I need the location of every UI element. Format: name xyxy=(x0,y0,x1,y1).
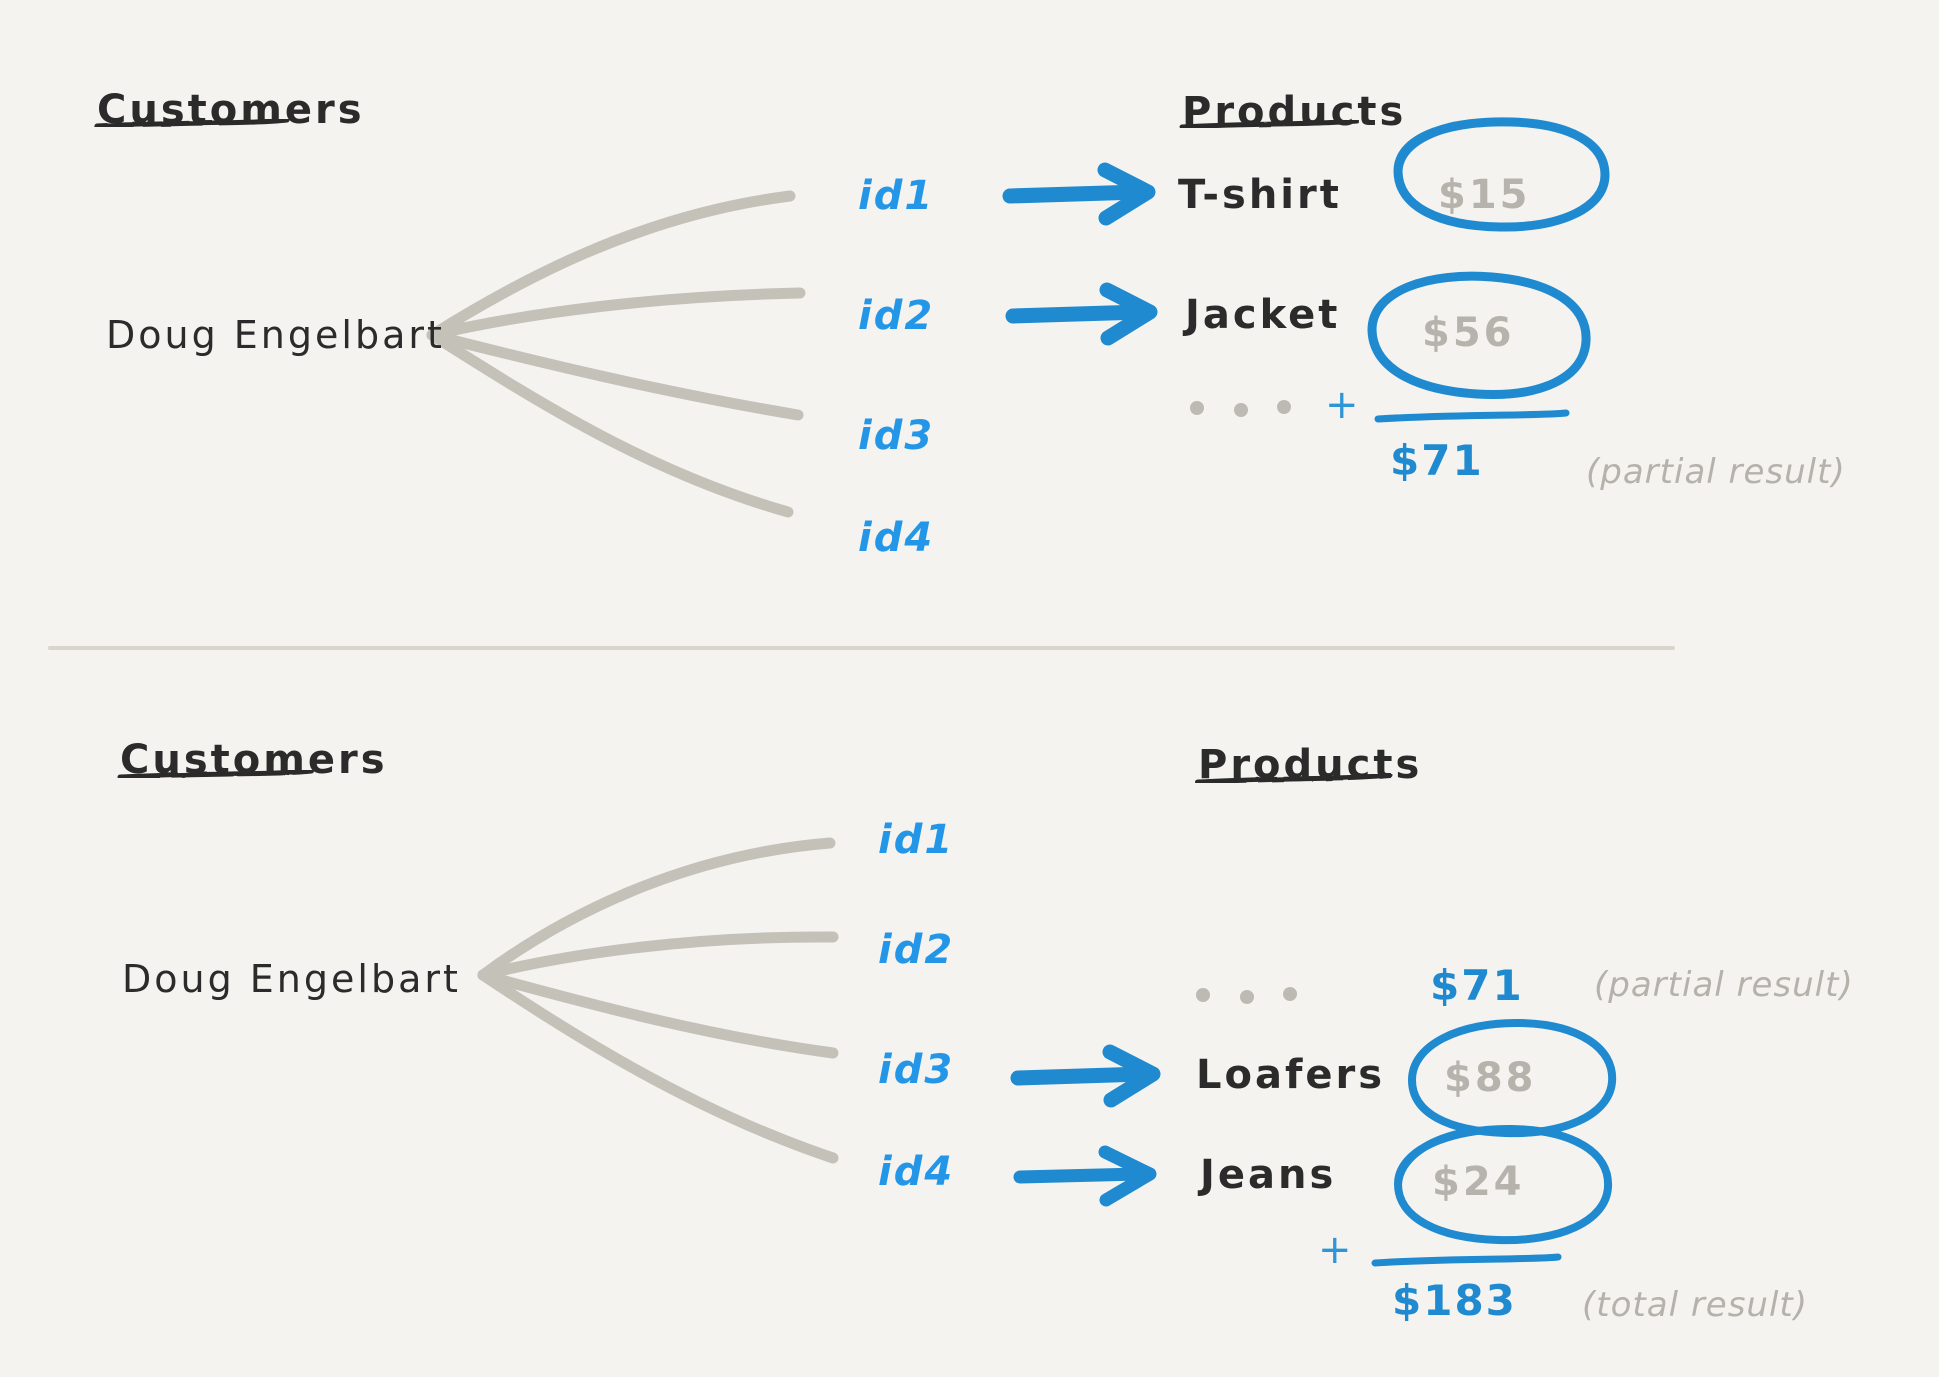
sum-value-top: $71 xyxy=(1390,436,1484,485)
circle-price-88 xyxy=(1408,1018,1617,1138)
id-label-bottom-3[interactable]: id3 xyxy=(878,1047,955,1093)
product-name-tshirt: T-shirt xyxy=(1178,172,1342,218)
product-name-jeans: Jeans xyxy=(1200,1152,1337,1198)
products-header-bottom: Products xyxy=(1198,742,1423,788)
id-label-top-3[interactable]: id3 xyxy=(858,413,935,459)
product-name-jacket: Jacket xyxy=(1185,292,1341,338)
products-underline-bottom xyxy=(1195,772,1393,785)
carried-note-bottom: (partial result) xyxy=(1594,965,1854,1005)
fan-curve-top-4 xyxy=(426,329,794,518)
price-jacket: $56 xyxy=(1422,310,1515,356)
id-label-bottom-2[interactable]: id2 xyxy=(878,927,955,973)
product-name-loafers: Loafers xyxy=(1196,1052,1386,1098)
circle-price-15 xyxy=(1393,117,1610,232)
arrow-id1-to-tshirt xyxy=(1002,162,1156,226)
plus-sign-bottom: + xyxy=(1318,1227,1352,1273)
fan-curve-top-3 xyxy=(426,329,804,421)
sum-value-bottom: $183 xyxy=(1392,1276,1517,1325)
fan-curve-top-2 xyxy=(426,287,806,341)
customers-underline-bottom xyxy=(117,768,315,780)
sum-rule-bottom xyxy=(1371,1253,1562,1267)
sum-note-bottom: (total result) xyxy=(1582,1285,1809,1325)
fan-curve-bottom-4 xyxy=(477,969,839,1164)
customers-header-top: Customers xyxy=(97,87,365,133)
fan-curve-top-1 xyxy=(426,190,796,341)
customer-name-bottom: Doug Engelbart xyxy=(122,957,461,1001)
ellipsis-bottom xyxy=(1196,987,1297,1004)
fan-curve-bottom-3 xyxy=(477,969,839,1059)
arrow-id4-to-jeans xyxy=(1013,1145,1157,1207)
customer-name-top: Doug Engelbart xyxy=(106,313,445,357)
arrow-id2-to-jacket xyxy=(1005,282,1158,346)
products-header-top: Products xyxy=(1182,89,1407,135)
circle-price-56 xyxy=(1367,271,1591,399)
price-jeans: $24 xyxy=(1432,1159,1525,1205)
price-tshirt: $15 xyxy=(1438,172,1531,218)
arrow-id3-to-loafers xyxy=(1010,1044,1161,1108)
id-label-top-4[interactable]: id4 xyxy=(858,515,935,561)
sum-note-top: (partial result) xyxy=(1586,452,1846,492)
id-label-top-1[interactable]: id1 xyxy=(858,173,935,219)
id-label-bottom-1[interactable]: id1 xyxy=(878,817,955,863)
carried-value-bottom: $71 xyxy=(1430,961,1524,1010)
customers-header-bottom: Customers xyxy=(120,737,388,783)
id-label-top-2[interactable]: id2 xyxy=(858,293,935,339)
customers-underline-top xyxy=(94,117,290,129)
fan-curve-bottom-1 xyxy=(477,837,836,981)
sum-rule-top xyxy=(1374,409,1570,423)
id-label-bottom-4[interactable]: id4 xyxy=(878,1149,955,1195)
price-loafers: $88 xyxy=(1444,1055,1537,1101)
ellipsis-top xyxy=(1190,400,1291,417)
products-underline-top xyxy=(1179,118,1360,130)
circle-price-24 xyxy=(1393,1124,1613,1245)
fan-curve-bottom-2 xyxy=(477,931,839,981)
plus-sign-top: + xyxy=(1325,382,1359,428)
